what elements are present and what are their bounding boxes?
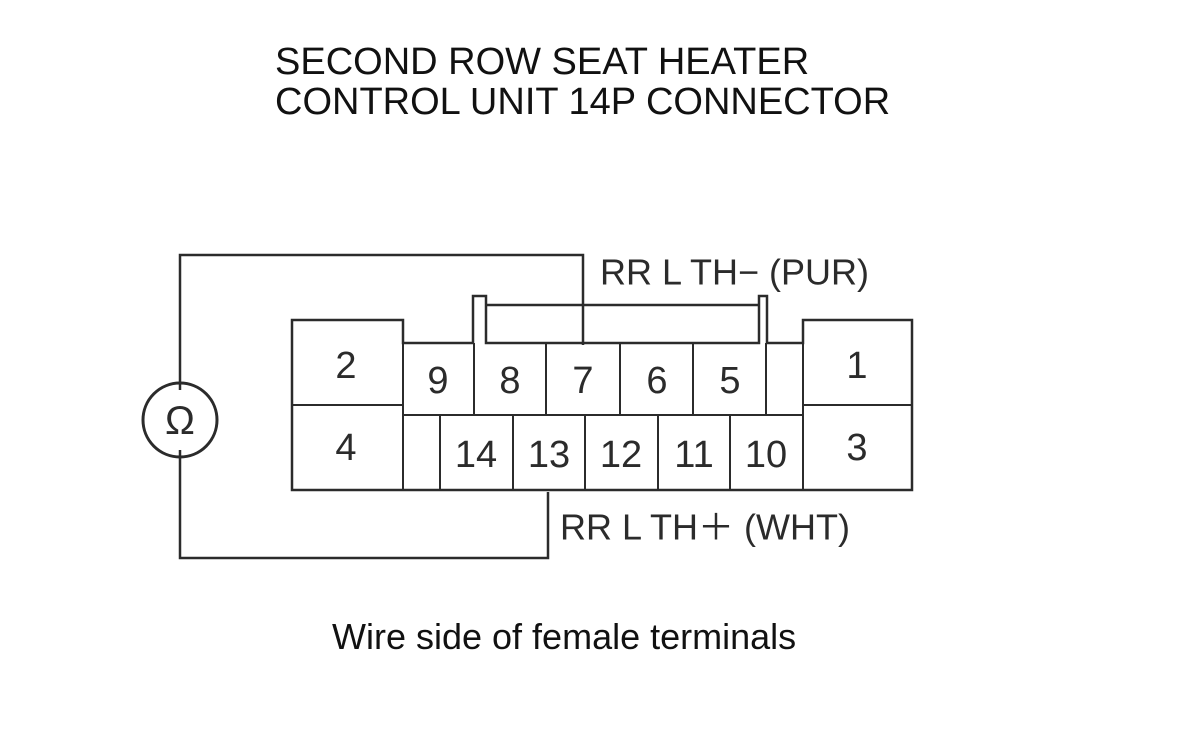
terminal-9: 9 bbox=[427, 360, 448, 402]
probe-label-lower: RR L TH＋ (WHT) bbox=[560, 507, 850, 548]
probe-label-upper: RR L TH− (PUR) bbox=[600, 252, 869, 293]
terminal-3: 3 bbox=[846, 427, 867, 469]
cell-grid bbox=[292, 343, 912, 490]
ohmmeter-icon bbox=[141, 381, 219, 459]
terminal-12: 12 bbox=[600, 434, 642, 476]
terminal-8: 8 bbox=[499, 360, 520, 402]
terminal-numbers: 1 2 3 4 5 6 7 8 9 10 11 12 13 14 bbox=[335, 345, 867, 476]
terminal-7: 7 bbox=[572, 360, 593, 402]
terminal-5: 5 bbox=[719, 360, 740, 402]
terminal-2: 2 bbox=[335, 345, 356, 387]
terminal-14: 14 bbox=[455, 434, 497, 476]
terminal-6: 6 bbox=[646, 360, 667, 402]
connector-housing bbox=[290, 294, 914, 492]
terminal-1: 1 bbox=[846, 345, 867, 387]
title-line-2: CONTROL UNIT 14P CONNECTOR bbox=[275, 81, 891, 123]
ohm-symbol: Ω bbox=[165, 399, 195, 443]
probe-wire-lower bbox=[178, 450, 550, 560]
diagram-title: SECOND ROW SEAT HEATER CONTROL UNIT 14P … bbox=[275, 42, 890, 122]
terminal-13: 13 bbox=[528, 434, 570, 476]
terminal-4: 4 bbox=[335, 427, 356, 469]
probe-wire-upper bbox=[178, 253, 585, 390]
diagram-caption: Wire side of female terminals bbox=[332, 616, 797, 657]
terminal-11: 11 bbox=[674, 434, 713, 476]
title-line-1: SECOND ROW SEAT HEATER bbox=[275, 41, 810, 83]
terminal-10: 10 bbox=[745, 434, 787, 476]
